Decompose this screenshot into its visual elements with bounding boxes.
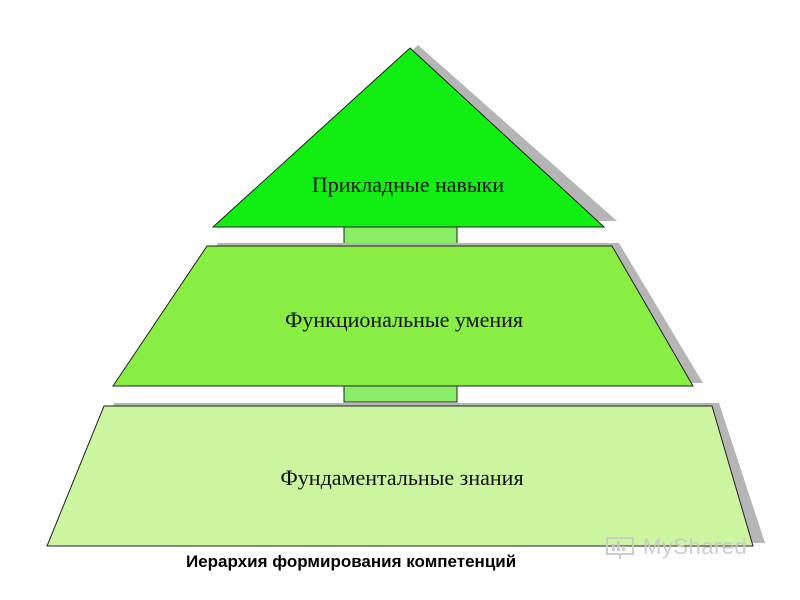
connector-bottom <box>343 385 458 403</box>
watermark-logo: MyShared <box>605 534 747 560</box>
diagram-caption: Иерархия формирования компетенций <box>186 552 517 571</box>
tier-middle <box>112 245 694 387</box>
watermark-text: MyShared <box>643 534 748 559</box>
tier-bottom <box>46 405 754 547</box>
connector-top <box>343 225 458 245</box>
presentation-icon <box>606 537 634 559</box>
tier-label-middle: Функциональные умения <box>285 307 523 332</box>
tier-label-bottom: Фундаментальные знания <box>280 465 523 490</box>
tier-label-top: Прикладные навыки <box>312 172 505 197</box>
tier-top <box>211 47 606 228</box>
